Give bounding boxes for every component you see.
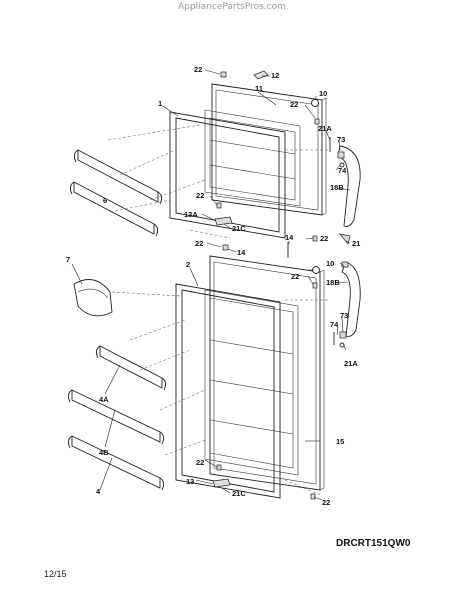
callout-14: 14 bbox=[285, 233, 294, 242]
callout-14: 14 bbox=[237, 248, 246, 257]
door-shelf-4 bbox=[67, 435, 165, 491]
callout-11: 11 bbox=[255, 84, 263, 93]
callout-22: 22 bbox=[320, 234, 328, 243]
callout-2: 2 bbox=[186, 260, 190, 269]
callout-22: 22 bbox=[290, 100, 298, 109]
freezer-door-inner-liner bbox=[204, 109, 301, 207]
fresh-food-door-gasket bbox=[175, 283, 281, 499]
callout-10: 10 bbox=[326, 259, 334, 268]
watermark: AppliancePartsPros.com bbox=[178, 2, 286, 12]
callout-15: 15 bbox=[336, 437, 344, 446]
drawing-code: DRCRT151QW0 bbox=[336, 538, 411, 549]
callout-labels: 22 12 11 1 10 22 21A 73 74 18B 6 22 13A … bbox=[66, 65, 360, 507]
freezer-door-handle bbox=[337, 145, 361, 227]
door-shelf-4a bbox=[95, 345, 167, 391]
callout-7: 7 bbox=[66, 255, 70, 264]
callout-74: 74 bbox=[330, 320, 339, 329]
callout-21a: 21A bbox=[344, 359, 358, 368]
callout-21a: 21A bbox=[318, 124, 332, 133]
callout-21c: 21C bbox=[232, 224, 246, 233]
callout-21: 21 bbox=[352, 239, 360, 248]
callout-22: 22 bbox=[196, 191, 204, 200]
callout-1: 1 bbox=[158, 99, 162, 108]
freezer-door-shelf-lower bbox=[69, 181, 159, 237]
callout-22: 22 bbox=[196, 458, 204, 467]
callout-6: 6 bbox=[103, 196, 107, 205]
leader-lines bbox=[71, 69, 351, 501]
fresh-food-door-handle bbox=[341, 261, 361, 337]
callout-18b: 18B bbox=[326, 278, 340, 287]
callout-22: 22 bbox=[322, 498, 330, 507]
freezer-hardware bbox=[214, 70, 351, 245]
page-number: 12/15 bbox=[44, 569, 67, 579]
fresh-food-hardware bbox=[212, 242, 349, 500]
callout-74: 74 bbox=[338, 166, 347, 175]
callout-18b: 18B bbox=[330, 183, 344, 192]
callout-10: 10 bbox=[319, 89, 327, 98]
door-shelf-4b bbox=[67, 389, 165, 445]
fresh-food-door-inner-liner bbox=[204, 289, 299, 476]
callout-12: 12 bbox=[271, 71, 279, 80]
callout-13: 13 bbox=[186, 477, 194, 486]
callout-22: 22 bbox=[194, 65, 202, 74]
fresh-food-door-outer-panel bbox=[209, 255, 325, 491]
freezer-door-gasket bbox=[169, 111, 286, 239]
callout-4a: 4A bbox=[99, 395, 109, 404]
freezer-door-shelf-upper bbox=[73, 149, 163, 205]
callout-21c: 21C bbox=[232, 489, 246, 498]
dairy-compartment bbox=[73, 279, 113, 317]
callout-4b: 4B bbox=[99, 448, 109, 457]
callout-13a: 13A bbox=[184, 210, 198, 219]
callout-73: 73 bbox=[337, 135, 345, 144]
callout-22: 22 bbox=[291, 272, 299, 281]
callout-73: 73 bbox=[340, 311, 348, 320]
callout-22: 22 bbox=[195, 239, 203, 248]
callout-4: 4 bbox=[96, 487, 101, 496]
